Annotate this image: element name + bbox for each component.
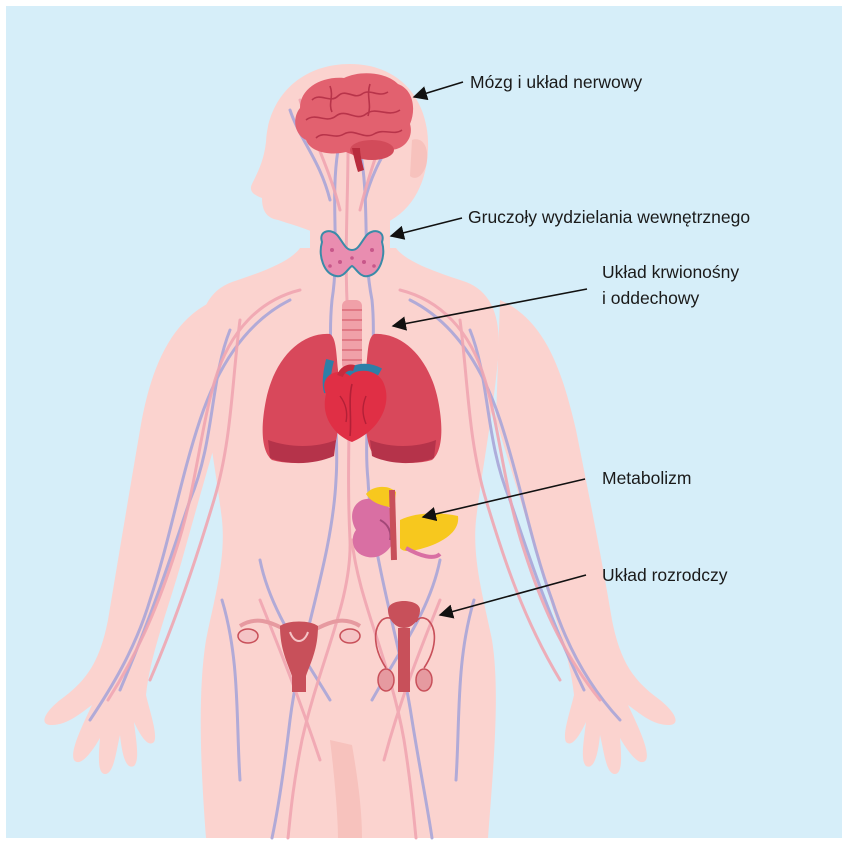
label-reproductive: Układ rozrodczy bbox=[602, 565, 728, 585]
trachea-icon bbox=[342, 300, 362, 370]
label-circulatory-line1: Układ krwionośny bbox=[602, 262, 739, 282]
label-metabolism: Metabolizm bbox=[602, 468, 691, 488]
label-endocrine: Gruczoły wydzielania wewnętrznego bbox=[468, 207, 750, 227]
label-circulatory-line2: i oddechowy bbox=[602, 288, 700, 308]
label-brain: Mózg i układ nerwowy bbox=[470, 72, 642, 92]
